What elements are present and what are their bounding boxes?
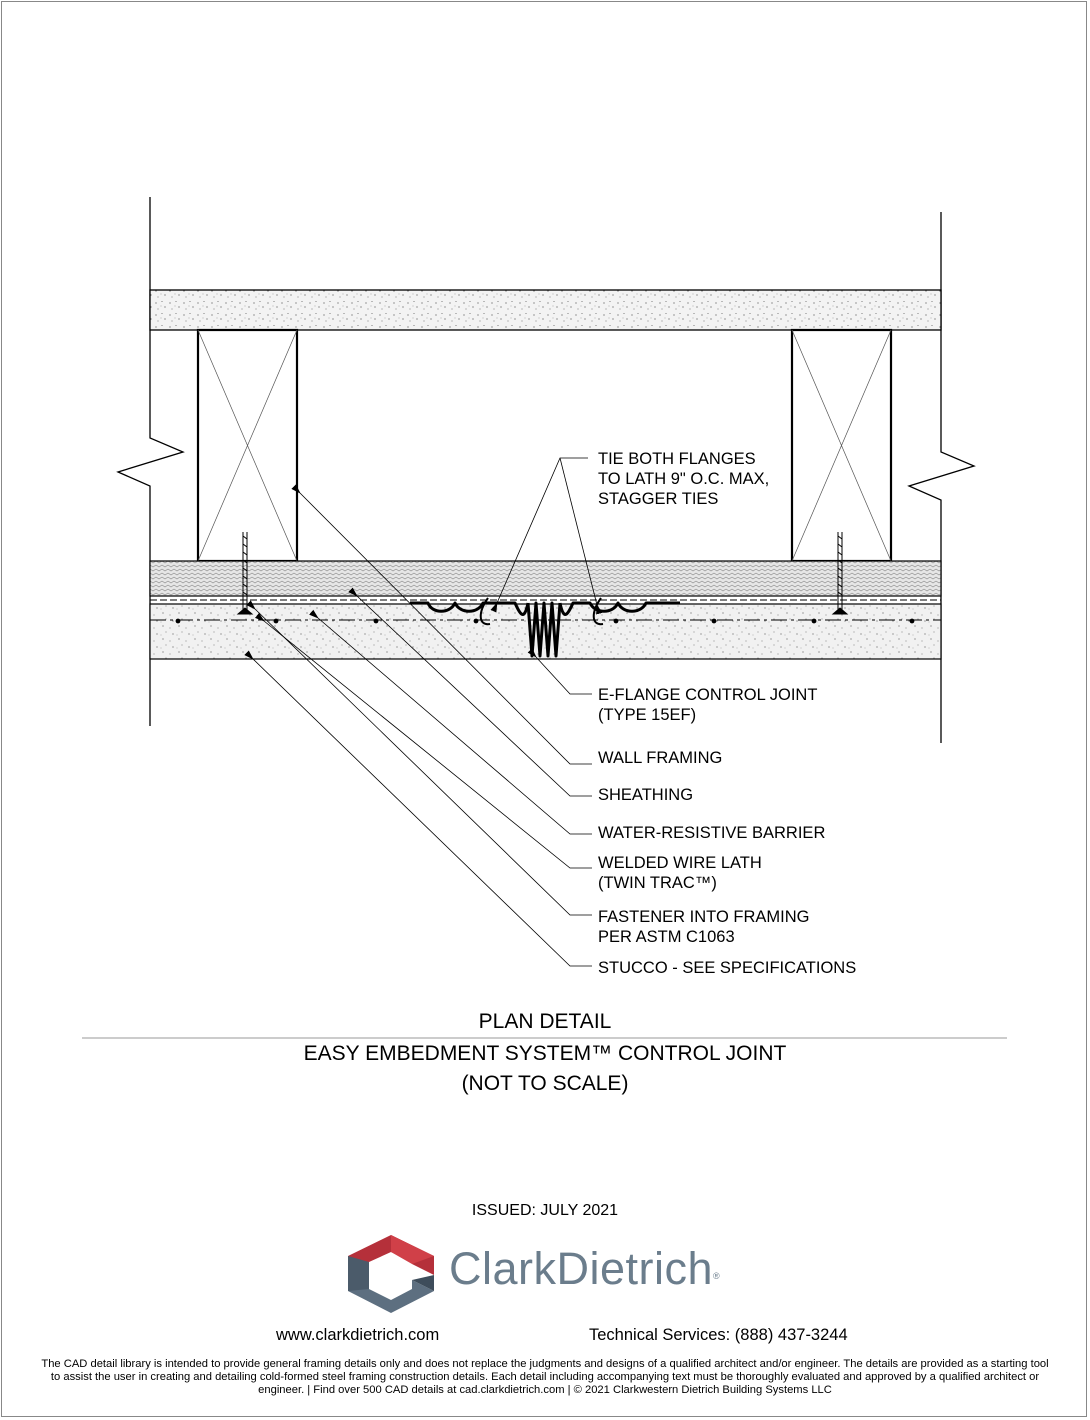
disclaimer-text: The CAD detail library is intended to pr…: [41, 1358, 1049, 1396]
callout-fastener-line-2: PER ASTM C1063: [598, 928, 735, 946]
callout-cj-line-2: (TYPE 15EF): [598, 706, 697, 724]
callout-wrb: WATER-RESISTIVE BARRIER: [598, 823, 825, 843]
callout-tie-flanges: TIE BOTH FLANGES TO LATH 9" O.C. MAX, ST…: [598, 449, 769, 509]
break-lines: [116, 197, 976, 743]
callout-fastener: FASTENER INTO FRAMING PER ASTM C1063: [598, 907, 809, 947]
brand-wordmark: ClarkDietrich®: [449, 1243, 720, 1295]
callout-tie-line-1: TIE BOTH FLANGES: [598, 450, 756, 468]
issued-date: ISSUED: JULY 2021: [471, 1202, 619, 1219]
sheathing-layer: [149, 560, 942, 597]
callout-stucco: STUCCO - SEE SPECIFICATIONS: [598, 958, 856, 978]
callout-tie-line-3: STAGGER TIES: [598, 490, 719, 508]
brand-trademark: ®: [713, 1271, 721, 1281]
callout-lath-line-2: (TWIN TRAC™): [598, 874, 717, 892]
website-link[interactable]: www.clarkdietrich.com: [276, 1326, 440, 1344]
callout-control-joint: E-FLANGE CONTROL JOINT (TYPE 15EF): [598, 685, 817, 725]
fastener-left: [236, 532, 254, 615]
callout-wrb-text: WATER-RESISTIVE BARRIER: [598, 824, 826, 842]
callout-stucco-text: STUCCO - SEE SPECIFICATIONS: [598, 959, 857, 977]
steel-stud-right: [790, 328, 893, 563]
detail-title-system: EASY EMBEDMENT SYSTEM™ CONTROL JOINT: [303, 1042, 787, 1065]
brand-name: ClarkDietrich: [449, 1243, 714, 1294]
callout-sheathing-text: SHEATHING: [598, 786, 694, 804]
callout-lath-line-1: WELDED WIRE LATH: [598, 854, 762, 872]
callout-tie-line-2: TO LATH 9" O.C. MAX,: [598, 470, 770, 488]
lath-wire-dots: [175, 618, 915, 624]
callout-lath: WELDED WIRE LATH (TWIN TRAC™): [598, 853, 762, 893]
callout-wall-framing: WALL FRAMING: [598, 748, 722, 768]
steel-stud-left: [196, 328, 299, 563]
clarkdietrich-logo-mark: [348, 1235, 434, 1313]
technical-services-phone: Technical Services: (888) 437-3244: [589, 1326, 848, 1344]
interior-gypsum-board: [149, 289, 942, 331]
leader-lines: [244, 457, 603, 967]
detail-title-scale: (NOT TO SCALE): [461, 1072, 629, 1095]
control-joint-accessory: [410, 597, 680, 658]
detail-title-plan: PLAN DETAIL: [478, 1010, 612, 1033]
callout-wall-framing-text: WALL FRAMING: [598, 749, 723, 767]
callout-sheathing: SHEATHING: [598, 785, 693, 805]
callout-fastener-line-1: FASTENER INTO FRAMING: [598, 908, 810, 926]
fastener-right: [831, 532, 849, 615]
callout-cj-line-1: E-FLANGE CONTROL JOINT: [598, 686, 818, 704]
